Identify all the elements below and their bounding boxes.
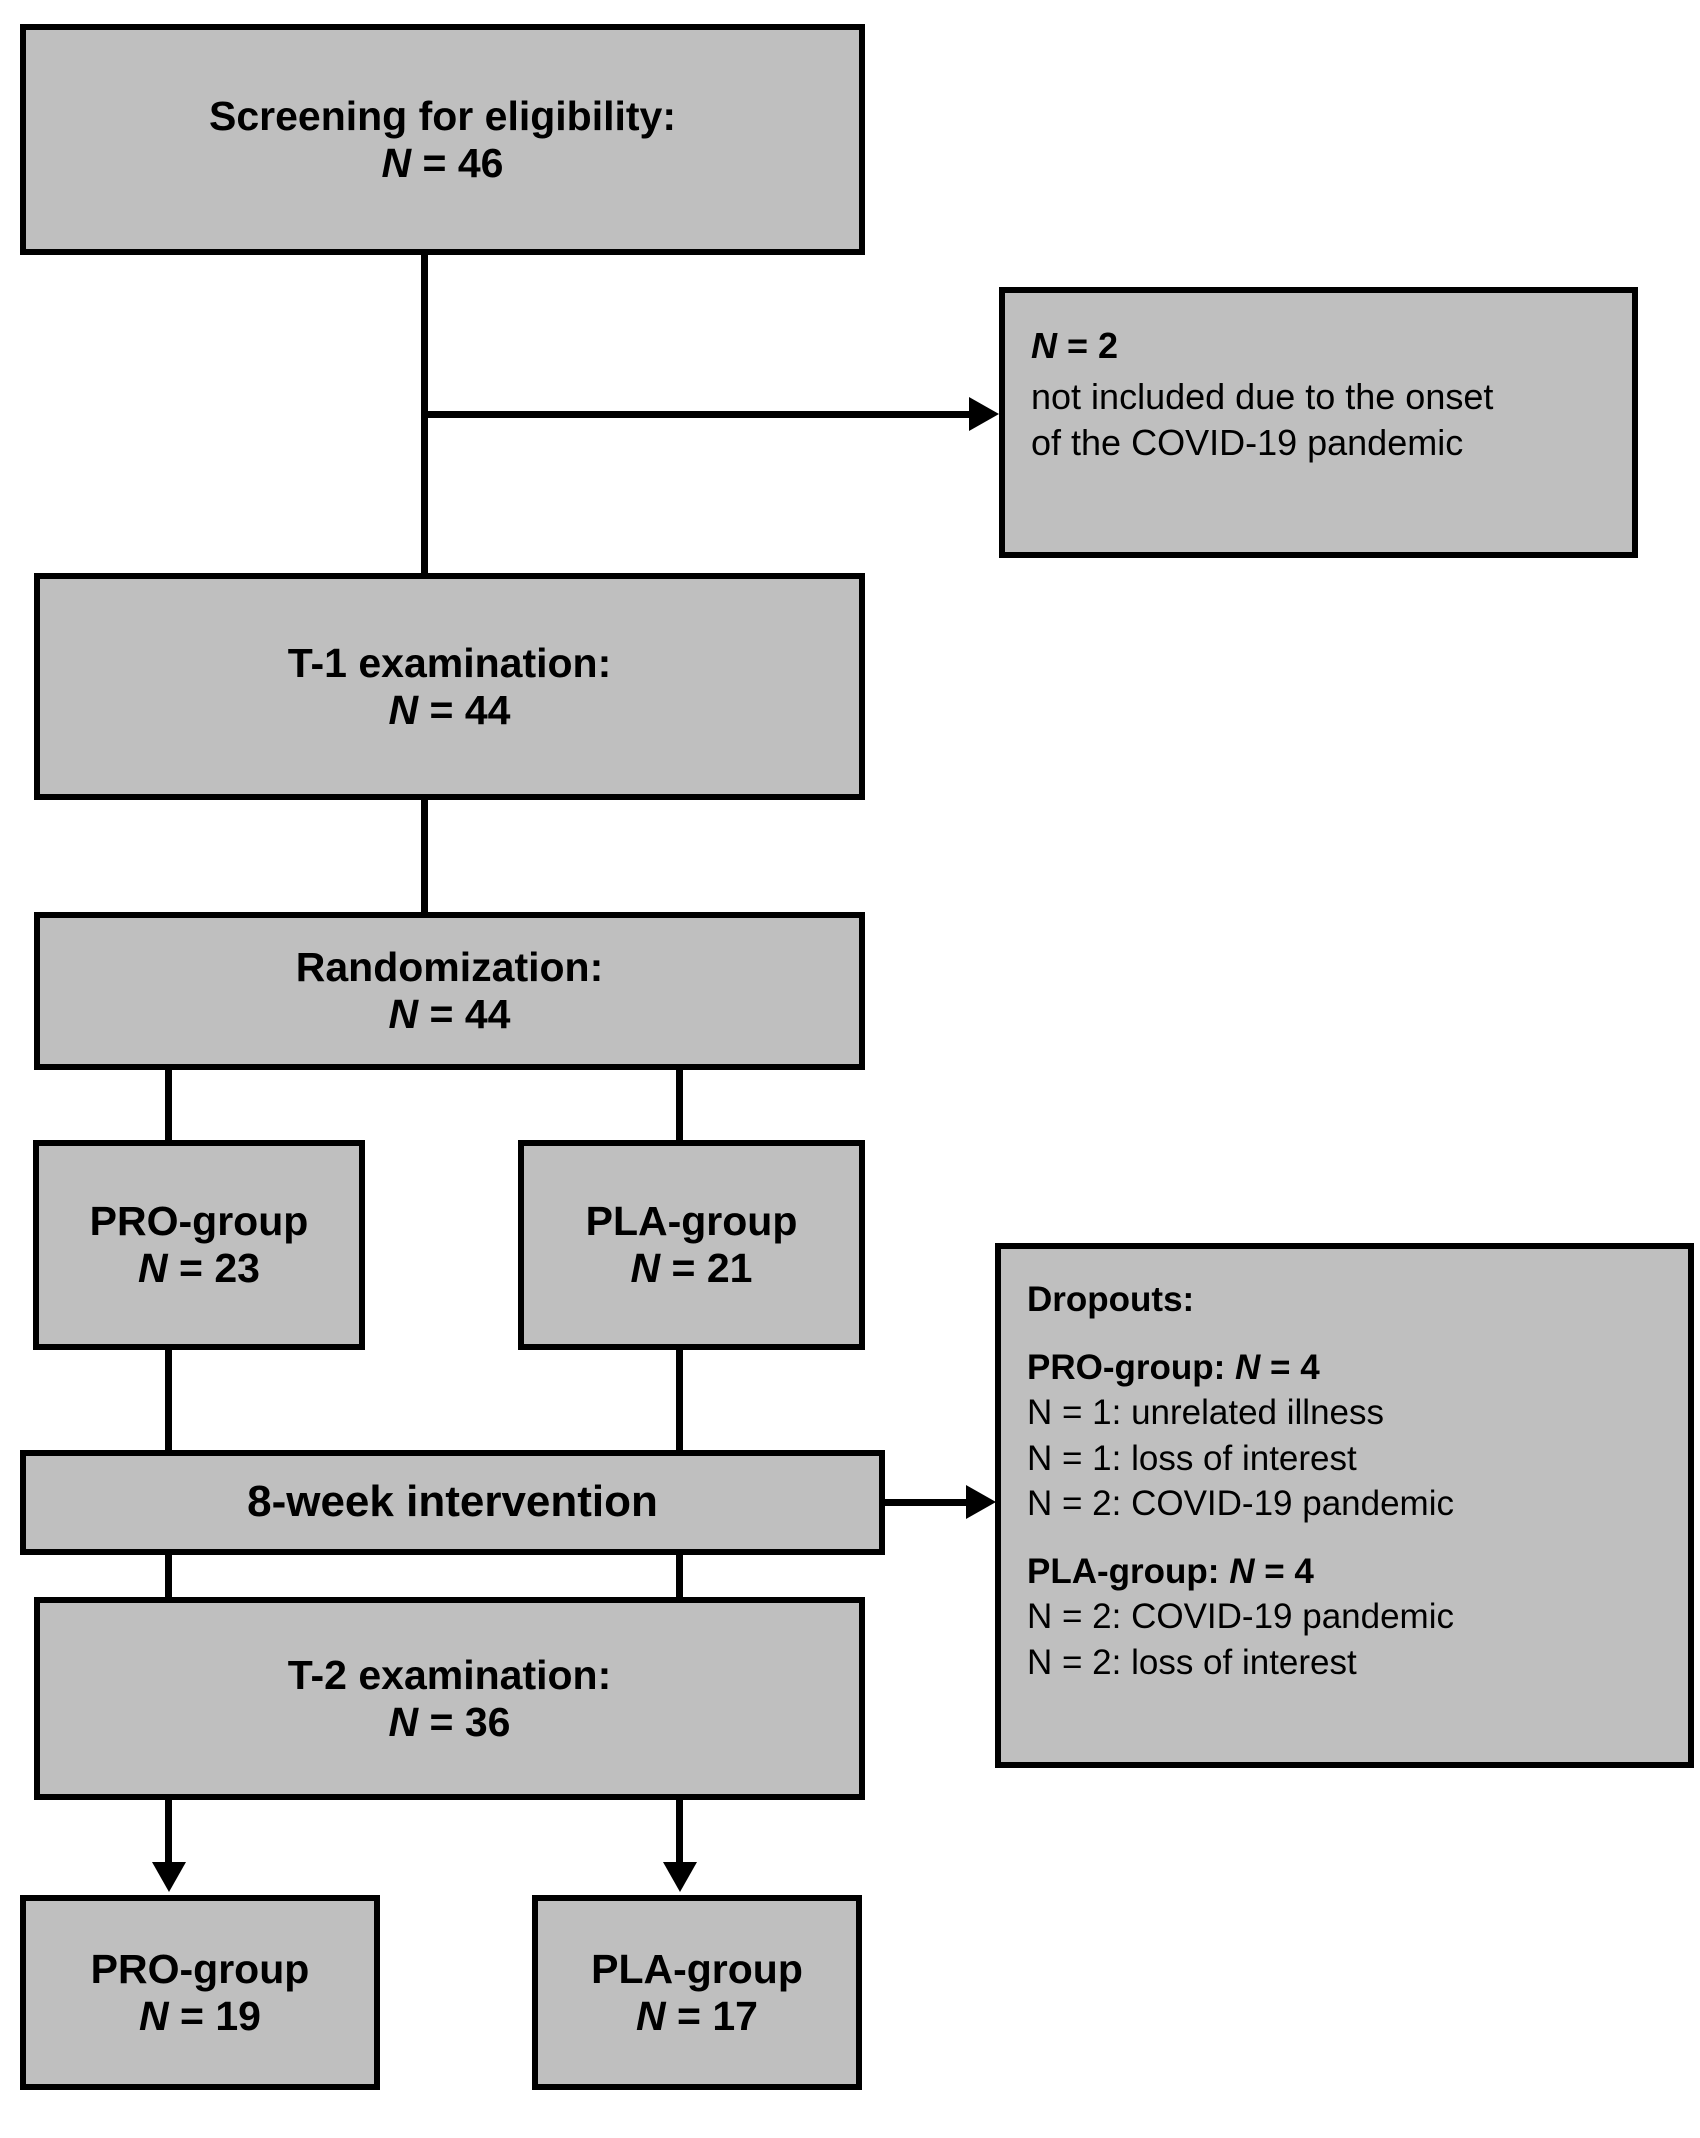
node-exclusion-not-included: N = 2 not included due to the onset of t… [999, 287, 1638, 558]
connector-pla-to-intervention [676, 1346, 683, 1454]
pro-group-end-count: N = 19 [139, 1993, 261, 2040]
pla-group-mid-label: PLA-group [585, 1198, 798, 1245]
pro-group-end-label: PRO-group [90, 1945, 310, 1992]
connector-randomization-to-pro [165, 1066, 172, 1144]
t2-count: N = 36 [389, 1699, 511, 1746]
connector-randomization-to-pla [676, 1066, 683, 1144]
arrowhead-to-pla-end-icon [663, 1862, 697, 1892]
connector-t2-to-pro-end [165, 1796, 172, 1871]
node-pla-group-analysed: PLA-group N = 17 [532, 1895, 862, 2090]
connector-t2-to-pla-end [676, 1796, 683, 1871]
arrowhead-to-exclusion-icon [969, 397, 999, 431]
dropouts-pla-reason-1: N = 2: COVID-19 pandemic [1027, 1597, 1454, 1636]
pro-group-end-n-value: = 19 [180, 1992, 261, 2039]
arrowhead-to-pro-end-icon [152, 1862, 186, 1892]
dropouts-pla-heading: PLA-group: N = 4 [1027, 1549, 1314, 1595]
exclusion-reason-line-1: not included due to the onset [1031, 376, 1494, 418]
screening-n-symbol: N [381, 139, 412, 186]
node-randomization: Randomization: N = 44 [34, 912, 865, 1070]
node-8-week-intervention: 8-week intervention [20, 1450, 885, 1555]
connector-screening-to-exclusion [424, 411, 972, 418]
exclusion-n-symbol: N [1031, 325, 1057, 366]
node-dropouts: Dropouts: PRO-group: N = 4 N = 1: unrela… [995, 1243, 1694, 1768]
connector-pro-to-intervention [165, 1346, 172, 1454]
dropouts-pro-n-symbol: N [1235, 1347, 1261, 1387]
pro-group-mid-count: N = 23 [138, 1245, 260, 1292]
dropouts-pro-reason-2: N = 1: loss of interest [1027, 1438, 1357, 1478]
dropouts-pro-heading: PRO-group: N = 4 [1027, 1345, 1320, 1391]
t1-count: N = 44 [389, 687, 511, 734]
dropouts-heading: Dropouts: [1027, 1280, 1195, 1319]
pla-group-mid-count: N = 21 [631, 1245, 753, 1292]
pla-group-end-n-value: = 17 [677, 1992, 758, 2039]
dropouts-pro-reason-3: N = 2: COVID-19 pandemic [1027, 1484, 1454, 1523]
pro-group-mid-label: PRO-group [89, 1198, 309, 1245]
dropouts-pla-reason-2: N = 2: loss of interest [1027, 1642, 1357, 1682]
node-t2-examination: T-2 examination: N = 36 [34, 1597, 865, 1800]
dropouts-pro-n-value: = 4 [1260, 1347, 1320, 1387]
screening-n-value: = 46 [422, 139, 504, 186]
screening-count: N = 46 [382, 140, 504, 187]
node-pro-group-allocated: PRO-group N = 23 [33, 1140, 365, 1350]
node-pro-group-analysed: PRO-group N = 19 [20, 1895, 380, 2090]
intervention-label: 8-week intervention [247, 1477, 658, 1527]
t2-label: T-2 examination: [287, 1651, 612, 1698]
pro-group-mid-n-value: = 23 [179, 1245, 260, 1291]
pro-group-mid-n-symbol: N [138, 1245, 168, 1291]
dropouts-pro-reason-1: N = 1: unrelated illness [1027, 1393, 1385, 1432]
dropouts-pla-heading-prefix: PLA-group: [1027, 1551, 1230, 1591]
connector-t1-to-randomization [421, 797, 428, 917]
connector-intervention-to-t2-left [165, 1551, 172, 1601]
connector-intervention-to-dropouts [883, 1499, 971, 1506]
randomization-label: Randomization: [295, 944, 604, 991]
t1-n-symbol: N [388, 686, 419, 733]
node-screening-for-eligibility: Screening for eligibility: N = 46 [20, 24, 865, 255]
t1-n-value: = 44 [429, 686, 511, 733]
exclusion-reason-line-2: of the COVID-19 pandemic [1031, 421, 1464, 463]
pla-group-end-count: N = 17 [636, 1993, 758, 2040]
randomization-count: N = 44 [389, 991, 511, 1038]
connector-intervention-to-t2-right [676, 1551, 683, 1601]
t2-n-symbol: N [388, 1698, 419, 1745]
t1-label: T-1 examination: [287, 639, 612, 686]
dropouts-pla-n-symbol: N [1229, 1551, 1255, 1591]
pla-group-end-n-symbol: N [636, 1992, 666, 2039]
screening-label: Screening for eligibility: [208, 92, 676, 139]
arrowhead-to-dropouts-icon [966, 1485, 996, 1519]
pla-group-mid-n-value: = 21 [671, 1245, 753, 1291]
exclusion-n-value: = 2 [1067, 325, 1119, 366]
node-pla-group-allocated: PLA-group N = 21 [518, 1140, 865, 1350]
node-t1-examination: T-1 examination: N = 44 [34, 573, 865, 800]
t2-n-value: = 36 [429, 1698, 511, 1745]
randomization-n-value: = 44 [429, 991, 511, 1037]
pro-group-end-n-symbol: N [139, 1992, 169, 2039]
pla-group-mid-n-symbol: N [630, 1245, 661, 1291]
pla-group-end-label: PLA-group [591, 1945, 803, 1992]
dropouts-pla-n-value: = 4 [1254, 1551, 1314, 1591]
randomization-n-symbol: N [388, 991, 419, 1037]
exclusion-count: N = 2 [1031, 323, 1118, 368]
dropouts-pro-heading-prefix: PRO-group: [1027, 1347, 1236, 1387]
